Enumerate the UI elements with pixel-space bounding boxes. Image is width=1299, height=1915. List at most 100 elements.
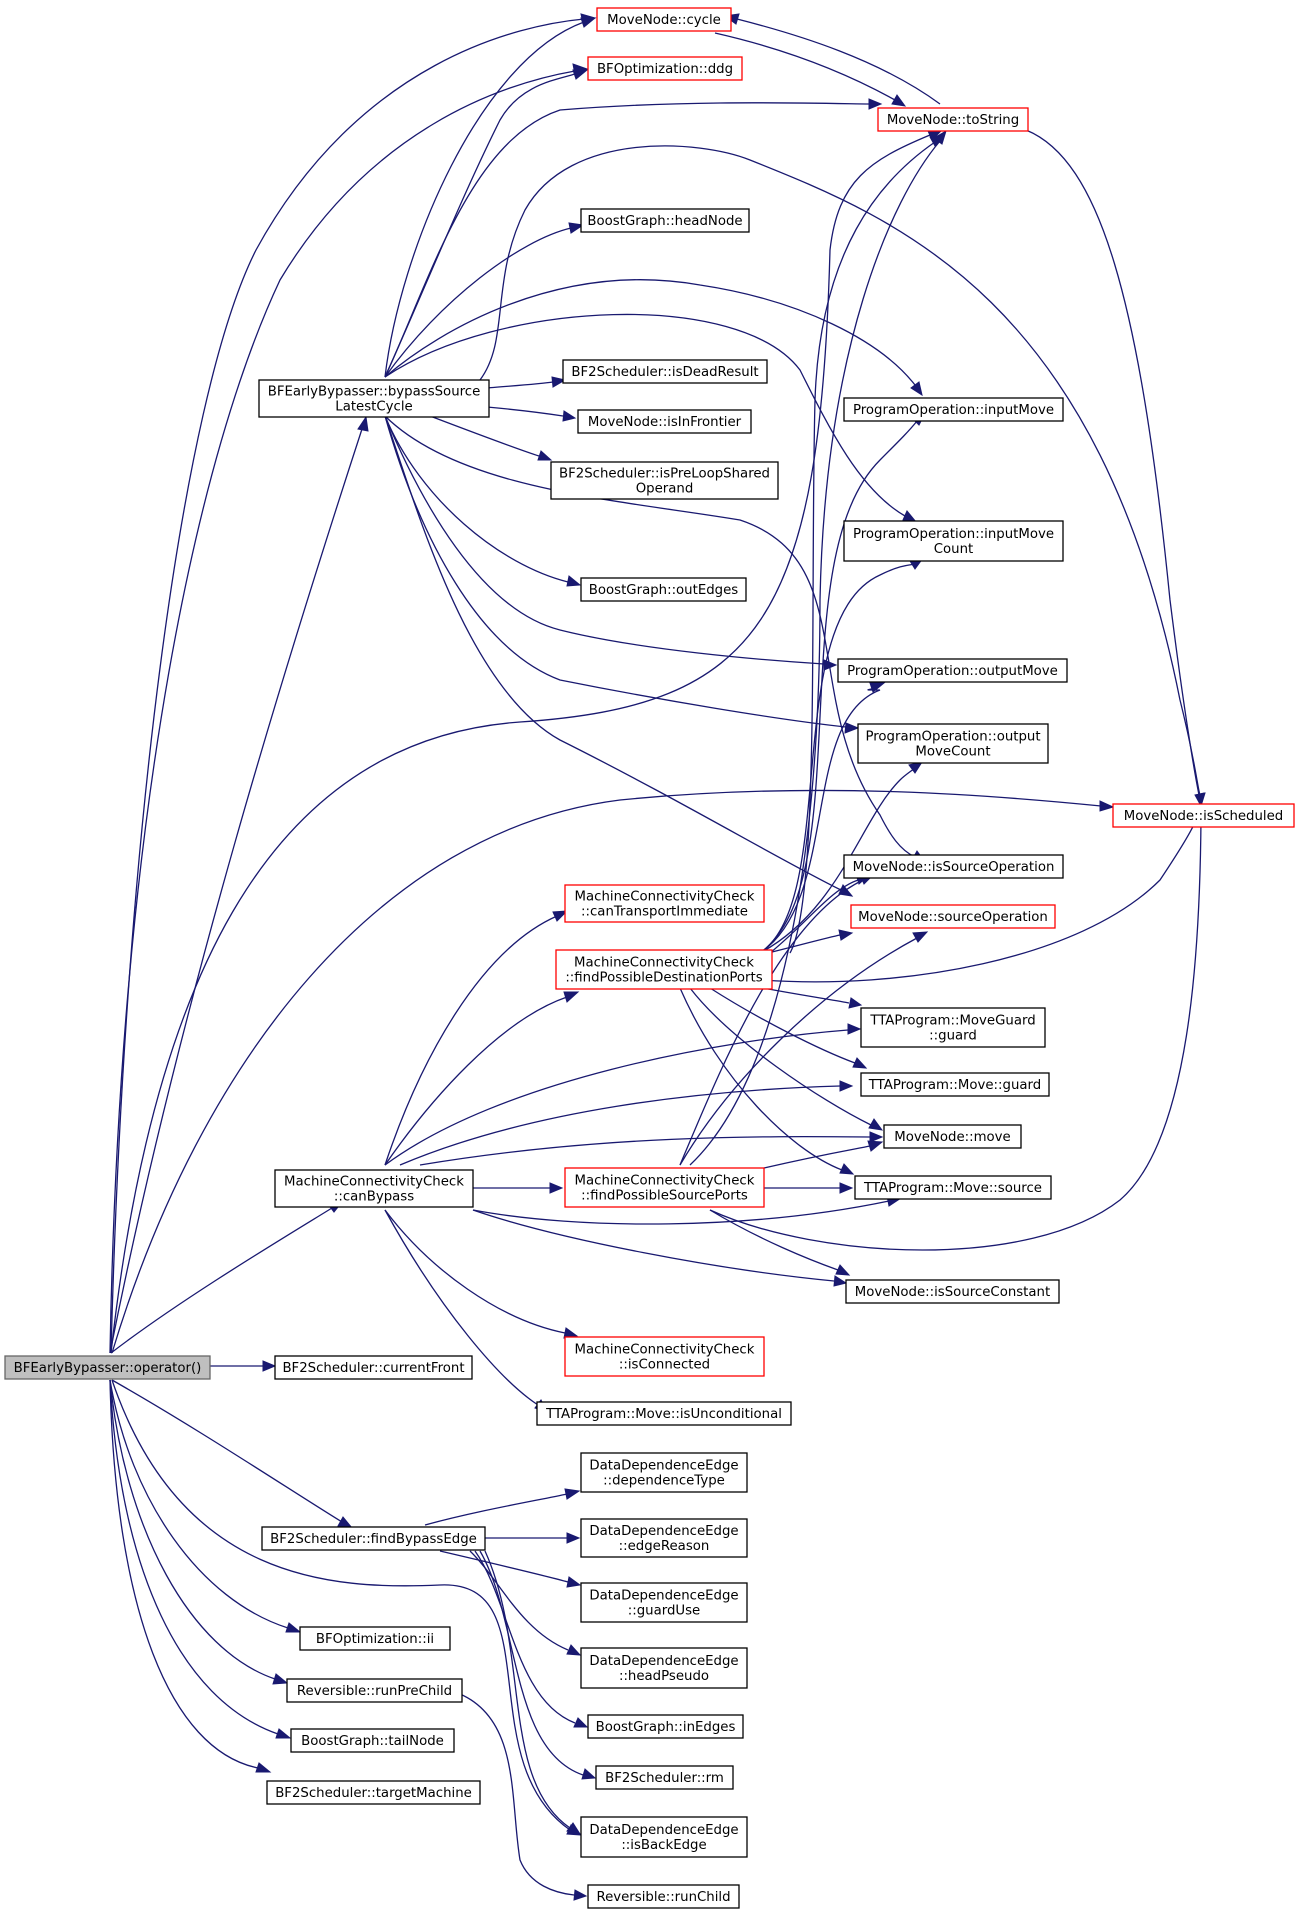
node-label-line: BFOptimization::ii	[316, 1632, 434, 1647]
node-label-line: ProgramOperation::inputMove	[853, 527, 1054, 542]
node-ttaprogram-move-guard[interactable]: TTAProgram::Move::guard	[860, 1072, 1050, 1097]
node-boostgraph-inedges[interactable]: BoostGraph::inEdges	[587, 1714, 744, 1739]
node-machineconnectivitycheck-isconnected[interactable]: MachineConnectivityCheck::isConnected	[564, 1336, 765, 1377]
edge-bypass-to-outedges	[384, 415, 582, 587]
edge-src-to-issourceconstant	[709, 1209, 851, 1276]
edge-src-to-mnmove	[763, 1140, 884, 1169]
node-boostgraph-outedges[interactable]: BoostGraph::outEdges	[580, 577, 747, 602]
node-label-line: BoostGraph::tailNode	[301, 1734, 444, 1749]
node-label-line: MachineConnectivityCheck	[575, 890, 755, 905]
node-datadependenceedge-dependencetype[interactable]: DataDependenceEdge::dependenceType	[580, 1452, 748, 1493]
node-runprechild[interactable]: Reversible::runPreChild	[286, 1678, 463, 1703]
node-bfoptimization-ii[interactable]: BFOptimization::ii	[299, 1626, 451, 1651]
node-label-line: MachineConnectivityCheck	[284, 1175, 464, 1190]
node-label-line: TTAProgram::MoveGuard	[869, 1014, 1035, 1029]
edge-operator-to-findbypassedge	[111, 1379, 354, 1529]
node-label-line: ::canTransportImmediate	[581, 905, 748, 920]
node-bf2scheduler-rm[interactable]: BF2Scheduler::rm	[595, 1765, 734, 1790]
node-isdeadresult[interactable]: BF2Scheduler::isDeadResult	[562, 359, 768, 384]
node-label-line: MoveNode::toString	[887, 113, 1019, 128]
node-findbypassedge[interactable]: BF2Scheduler::findBypassEdge	[261, 1526, 486, 1551]
node-bfearlybypasser-operator[interactable]: BFEarlyBypasser::operator()	[4, 1355, 211, 1380]
node-label-line: ::dependenceType	[603, 1474, 725, 1489]
edge-bypass-to-outputmove	[384, 415, 838, 671]
node-ttaprogram-moveguard-guard[interactable]: TTAProgram::MoveGuard::guard	[860, 1007, 1046, 1048]
node-label-line: ProgramOperation::output	[865, 730, 1040, 745]
node-label-line: BF2Scheduler::currentFront	[282, 1361, 464, 1376]
edge-findbypass-to-isbackedge	[484, 1550, 582, 1835]
node-label-line: BFEarlyBypasser::bypassSource	[268, 385, 481, 400]
node-movenode-cycle[interactable]: MoveNode::cycle	[596, 7, 732, 32]
node-datadependenceedge-isbackedge[interactable]: DataDependenceEdge::isBackEdge	[580, 1816, 748, 1858]
node-movenode-move[interactable]: MoveNode::move	[883, 1124, 1022, 1149]
edge-canbypass-to-isconnected	[384, 1209, 579, 1339]
node-targetmachine[interactable]: BF2Scheduler::targetMachine	[266, 1780, 481, 1805]
node-label-line: MoveNode::isSourceConstant	[855, 1285, 1050, 1300]
edge-tostring-to-cycle	[723, 13, 941, 105]
edge-bypass-to-headnode	[384, 222, 585, 378]
edge-src-to-movesource	[764, 1182, 854, 1194]
edge-src-to-sourceoperation	[679, 931, 929, 1166]
node-ttaprogram-move-source[interactable]: TTAProgram::Move::source	[854, 1175, 1052, 1200]
node-label-line: MachineConnectivityCheck	[574, 956, 754, 971]
edge-operator-to-isscheduled	[111, 789, 1115, 1354]
edge-bypass-to-ispreloop	[429, 415, 553, 461]
node-currentfront[interactable]: BF2Scheduler::currentFront	[274, 1355, 473, 1380]
edge-findbypass-to-edgereason	[485, 1532, 581, 1544]
edge-canbypass-to-dest	[384, 991, 580, 1166]
edge-dest-to-isscheduled	[762, 804, 1202, 983]
node-label-line: BF2Scheduler::targetMachine	[275, 1786, 472, 1801]
node-label-line: DataDependenceEdge	[589, 1524, 738, 1539]
node-programoperation-outputmove[interactable]: ProgramOperation::outputMove	[837, 658, 1068, 683]
node-label-line: DataDependenceEdge	[589, 1823, 738, 1838]
node-isinfrontier[interactable]: MoveNode::isInFrontier	[577, 409, 752, 434]
node-programoperation-inputmove[interactable]: ProgramOperation::inputMove	[843, 397, 1064, 422]
node-reversible-runchild[interactable]: Reversible::runChild	[587, 1884, 740, 1909]
node-boostgraph-headnode[interactable]: BoostGraph::headNode	[580, 208, 750, 233]
node-movenode-issourceoperation[interactable]: MoveNode::isSourceOperation	[843, 854, 1064, 879]
edge-canbypass-to-moveguardguard	[384, 1023, 862, 1166]
node-label-line: ::canBypass	[334, 1190, 414, 1205]
edge-dest-to-moveguardguard	[762, 987, 863, 1009]
node-label-line: BF2Scheduler::findBypassEdge	[270, 1532, 477, 1547]
edge-findbypass-to-inedges	[474, 1550, 589, 1728]
node-label-line: ::findPossibleSourcePorts	[581, 1189, 748, 1204]
node-canbypass[interactable]: MachineConnectivityCheck::canBypass	[274, 1169, 474, 1208]
node-label-line: BF2Scheduler::isDeadResult	[571, 365, 758, 380]
edge-canbypass-to-src	[473, 1182, 564, 1194]
edge-bypass-to-cycle	[384, 17, 597, 378]
node-findpossibledestinationports[interactable]: MachineConnectivityCheck::findPossibleDe…	[555, 949, 773, 990]
node-datadependenceedge-edgereason[interactable]: DataDependenceEdge::edgeReason	[580, 1518, 748, 1558]
edge-operator-to-runprechild	[109, 1379, 289, 1685]
edge-src-to-tostring	[689, 129, 947, 1166]
node-canbypass-cantransportimmediate[interactable]: MachineConnectivityCheck::canTransportIm…	[564, 884, 765, 923]
edge-dest-to-movesource	[679, 987, 855, 1175]
nodes: BFEarlyBypasser::operator() BFEarlyBypas…	[4, 7, 1295, 1909]
edge-operator-to-tostring	[110, 129, 944, 1354]
node-findpossiblesourceports[interactable]: MachineConnectivityCheck::findPossibleSo…	[564, 1167, 765, 1208]
node-ttaprogram-move-isunconditional[interactable]: TTAProgram::Move::isUnconditional	[536, 1401, 792, 1426]
node-bfoptimization-ddg[interactable]: BFOptimization::ddg	[587, 56, 743, 81]
node-label-line: MoveNode::isSourceOperation	[853, 860, 1055, 875]
node-label-line: BoostGraph::headNode	[587, 214, 742, 229]
node-movenode-isscheduled[interactable]: MoveNode::isScheduled	[1112, 803, 1295, 828]
node-movenode-sourceoperation[interactable]: MoveNode::sourceOperation	[850, 904, 1056, 929]
edge-dest-to-outputmove	[759, 682, 886, 954]
node-movenode-issourceconstant[interactable]: MoveNode::isSourceConstant	[845, 1279, 1060, 1304]
node-datadependenceedge-guarduse[interactable]: DataDependenceEdge::guardUse	[580, 1582, 748, 1623]
edge-operator-to-bypass	[109, 415, 369, 1354]
node-label-line: DataDependenceEdge	[589, 1459, 738, 1474]
edge-findbypass-to-guarduse	[439, 1550, 582, 1588]
node-label-line: ::headPseudo	[619, 1669, 709, 1684]
edge-bypass-to-tostring	[384, 98, 883, 378]
node-datadependenceedge-headpseudo[interactable]: DataDependenceEdge::headPseudo	[580, 1647, 748, 1689]
node-tailnode[interactable]: BoostGraph::tailNode	[290, 1728, 455, 1753]
edge-findbypass-to-rm	[479, 1550, 597, 1780]
node-movenode-tostring[interactable]: MoveNode::toString	[877, 107, 1029, 132]
node-label-line: MoveNode::isScheduled	[1124, 809, 1284, 824]
